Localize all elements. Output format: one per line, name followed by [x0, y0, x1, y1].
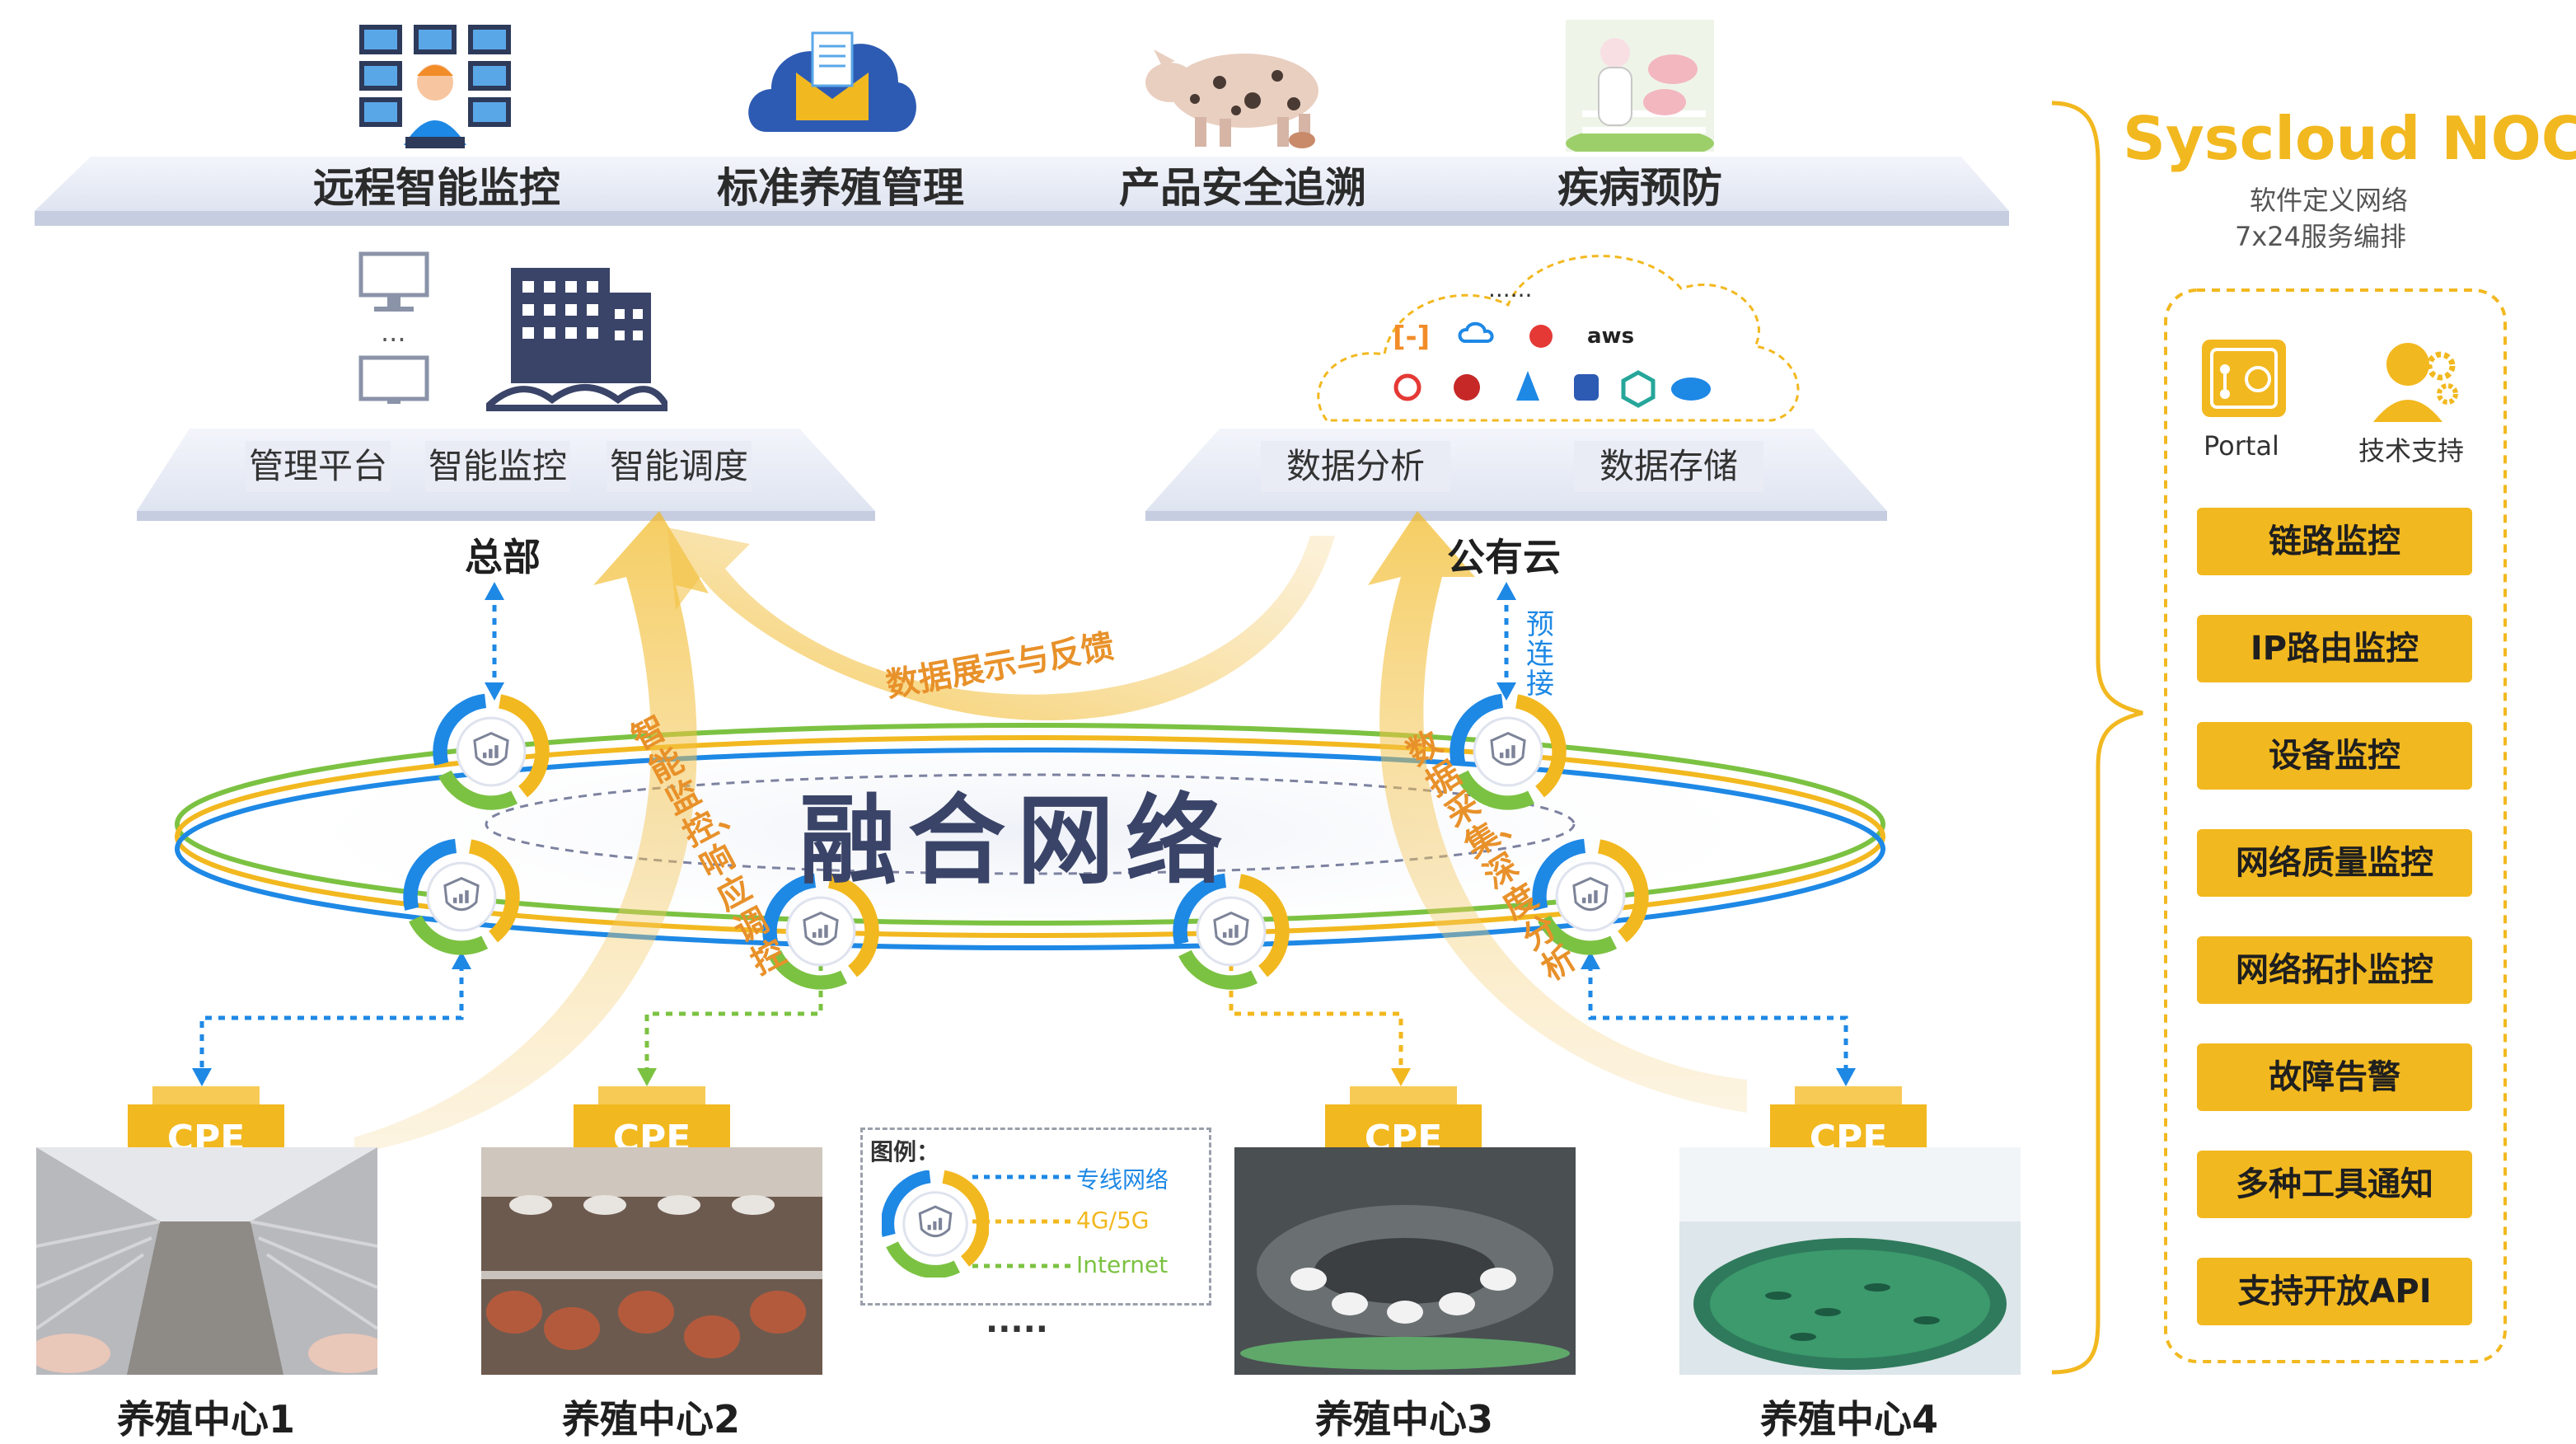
monitoring-center-icon [359, 25, 511, 148]
network-rings [175, 723, 1885, 950]
shield-icon [803, 912, 839, 946]
hq-ellipsis: ... [381, 316, 406, 348]
hq-module: 智能监控 [425, 441, 570, 492]
connection-lines [199, 592, 1848, 1071]
cloud-title: 公有云 [1447, 535, 1561, 579]
network-title: 融合网络 [799, 784, 1235, 898]
ucloud-icon [1574, 374, 1599, 401]
cloud-shape [1317, 255, 1800, 422]
noc-panel [2164, 288, 2507, 1363]
legend-item-cellular: 4G/5G [1076, 1207, 1150, 1234]
shield-icon [1572, 877, 1609, 912]
legend [860, 1128, 1211, 1306]
network-node-icon [403, 838, 520, 955]
cloud-module: 数据存储 [1574, 441, 1763, 492]
shield-icon [1213, 912, 1249, 946]
legend-item-internet: Internet [1076, 1251, 1169, 1278]
top-item-label: 标准养殖管理 [717, 164, 964, 212]
noc-bracket [2051, 101, 2143, 1375]
top-item-label: 疾病预防 [1557, 164, 1722, 212]
shield-icon [473, 732, 509, 767]
site-label: 养殖中心2 [561, 1397, 740, 1442]
tencent-cloud-icon [1458, 321, 1494, 343]
tech-support-icon [2373, 343, 2458, 422]
site-label: 养殖中心1 [116, 1397, 295, 1442]
top-item-label: 远程智能监控 [313, 164, 560, 212]
network-node-icon [1450, 693, 1567, 810]
qingcloud-icon [1621, 370, 1656, 408]
aliyun-icon: [-] [1393, 321, 1430, 354]
noc-subtitle-2: 7x24服务编排 [2235, 221, 2407, 252]
salesforce-icon [1671, 377, 1711, 401]
baidu-cloud-icon [1454, 374, 1480, 401]
monitor-icons [358, 251, 429, 404]
network-node-icon [882, 1170, 989, 1278]
noc-feature-quality-monitoring[interactable]: 网络质量监控 [2197, 829, 2472, 897]
noc-feature-notification[interactable]: 多种工具通知 [2197, 1151, 2472, 1218]
top-platform [35, 157, 2009, 226]
site-label: 养殖中心3 [1314, 1397, 1493, 1442]
legend-item-dedicated: 专线网络 [1076, 1166, 1169, 1193]
noc-subtitle-1: 软件定义网络 [2250, 185, 2409, 216]
noc-feature-open-api[interactable]: 支持开放API [2197, 1258, 2472, 1325]
shield-icon [443, 877, 480, 912]
huawei-icon [1529, 325, 1553, 348]
chicken-farm-photo [481, 1147, 822, 1375]
legend-more: ..... [986, 1302, 1048, 1340]
pig-farm-photo [36, 1147, 377, 1375]
top-item-label: 产品安全追溯 [1119, 164, 1366, 212]
legend-node-icon [882, 1170, 989, 1278]
noc-feature-link-monitoring[interactable]: 链路监控 [2197, 508, 2472, 575]
hq-module: 智能调度 [607, 441, 752, 492]
dairy-farm-photo [1234, 1147, 1576, 1375]
aws-icon: aws [1587, 324, 1634, 349]
tech-support-label: 技术支持 [2358, 435, 2465, 466]
chinatelecom-icon [1393, 373, 1421, 401]
connection-arrowheads [192, 582, 1856, 1086]
preconnect-label: 预连接 [1526, 608, 1554, 701]
noc-feature-topology-monitoring[interactable]: 网络拓扑监控 [2197, 936, 2472, 1004]
site-label: 养殖中心4 [1759, 1397, 1938, 1442]
noc-feature-fault-alarm[interactable]: 故障告警 [2197, 1043, 2472, 1111]
noc-title: Syscloud NOC [2123, 104, 2576, 173]
hq-title: 总部 [465, 535, 541, 579]
shield-icon [918, 1205, 953, 1238]
disease-prevention-icon [1566, 20, 1714, 152]
portal-icon [2202, 340, 2286, 417]
network-node-icon [433, 693, 550, 810]
noc-feature-device-monitoring[interactable]: 设备监控 [2197, 722, 2472, 790]
pig-icon [1145, 49, 1318, 148]
cloud-document-icon [748, 31, 916, 132]
fish-farm-photo [1679, 1147, 2021, 1375]
network-node-icon [762, 873, 879, 990]
portal-label: Portal [2204, 430, 2279, 462]
cloud-module: 数据分析 [1261, 441, 1450, 492]
flow-arrows [354, 511, 1747, 1154]
cloud-ellipsis: ...... [1488, 275, 1533, 302]
noc-feature-ip-route-monitoring[interactable]: IP路由监控 [2197, 615, 2472, 682]
network-node-icon [1532, 838, 1649, 955]
shield-icon [1490, 732, 1526, 767]
building-icon [486, 268, 667, 411]
legend-lines [972, 1174, 1071, 1268]
tianyi-icon [1516, 371, 1539, 401]
legend-title: 图例： [870, 1138, 940, 1165]
hq-module: 管理平台 [246, 441, 391, 492]
cloud-vendor-icons: [-] aws [1393, 321, 1711, 408]
network-node-icon [1173, 873, 1290, 990]
